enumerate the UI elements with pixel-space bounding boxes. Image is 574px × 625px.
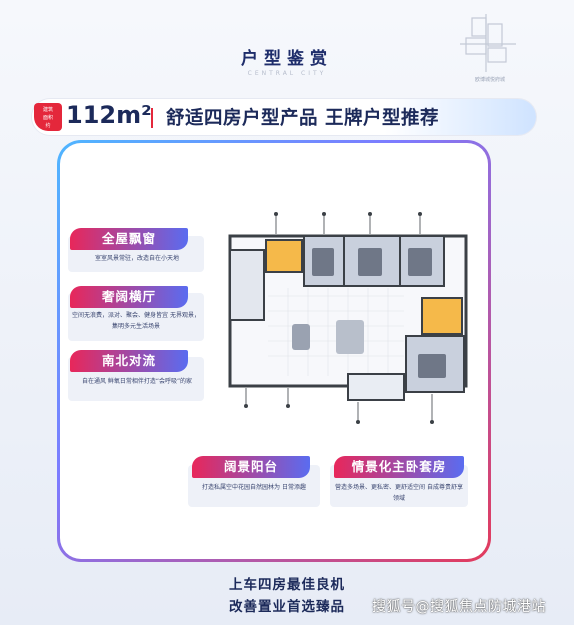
feature-desc: 营造多场景、更私密、更舒适空间 自成尊贵舒享领域 <box>335 484 463 502</box>
feature-desc: 空间无浪费，派对、聚会、健身皆宜 无界观景，集明多元生活场景 <box>72 312 200 330</box>
feature-desc: 室室风景常驻，改造自在小天地 <box>94 255 179 262</box>
bottom-slogan-2: 改善置业首选臻品 <box>229 599 345 615</box>
feature-title: 阔景阳台 <box>192 456 310 478</box>
feature-title: 情景化主卧套房 <box>334 456 464 478</box>
banner-divider <box>151 108 153 128</box>
headline-banner <box>32 99 536 135</box>
brand-logo <box>460 14 516 72</box>
page-subtitle: CENTRAL CITY <box>247 70 327 77</box>
banner-headline: 舒适四房户型产品 王牌户型推荐 <box>166 108 439 129</box>
area-tag-line: 面积 <box>42 115 53 121</box>
floor-plan <box>228 212 468 424</box>
page-title: 户型鉴赏 <box>241 49 333 69</box>
watermark: 搜狐号@搜狐焦点防城港站 <box>372 599 546 615</box>
feature-title: 奢阔横厅 <box>70 286 188 308</box>
area-value: 112m² <box>66 101 152 129</box>
area-tag-line: 约 <box>45 123 51 129</box>
bottom-slogan-1: 上车四房最佳良机 <box>229 577 345 593</box>
feature-title: 全屋飘窗 <box>70 228 188 250</box>
feature-desc: 自在通风 鲜氧日常相伴打造“会呼吸”的家 <box>81 378 193 385</box>
area-tag-line: 建筑 <box>42 107 53 113</box>
feature-title: 南北对流 <box>70 350 188 372</box>
area-tag: 建筑 面积 约 <box>34 103 62 131</box>
logo-caption: 欧博城悦府城 <box>474 77 505 83</box>
feature-desc: 打造私属空中花园自然园林为 日常添趣 <box>202 484 306 491</box>
